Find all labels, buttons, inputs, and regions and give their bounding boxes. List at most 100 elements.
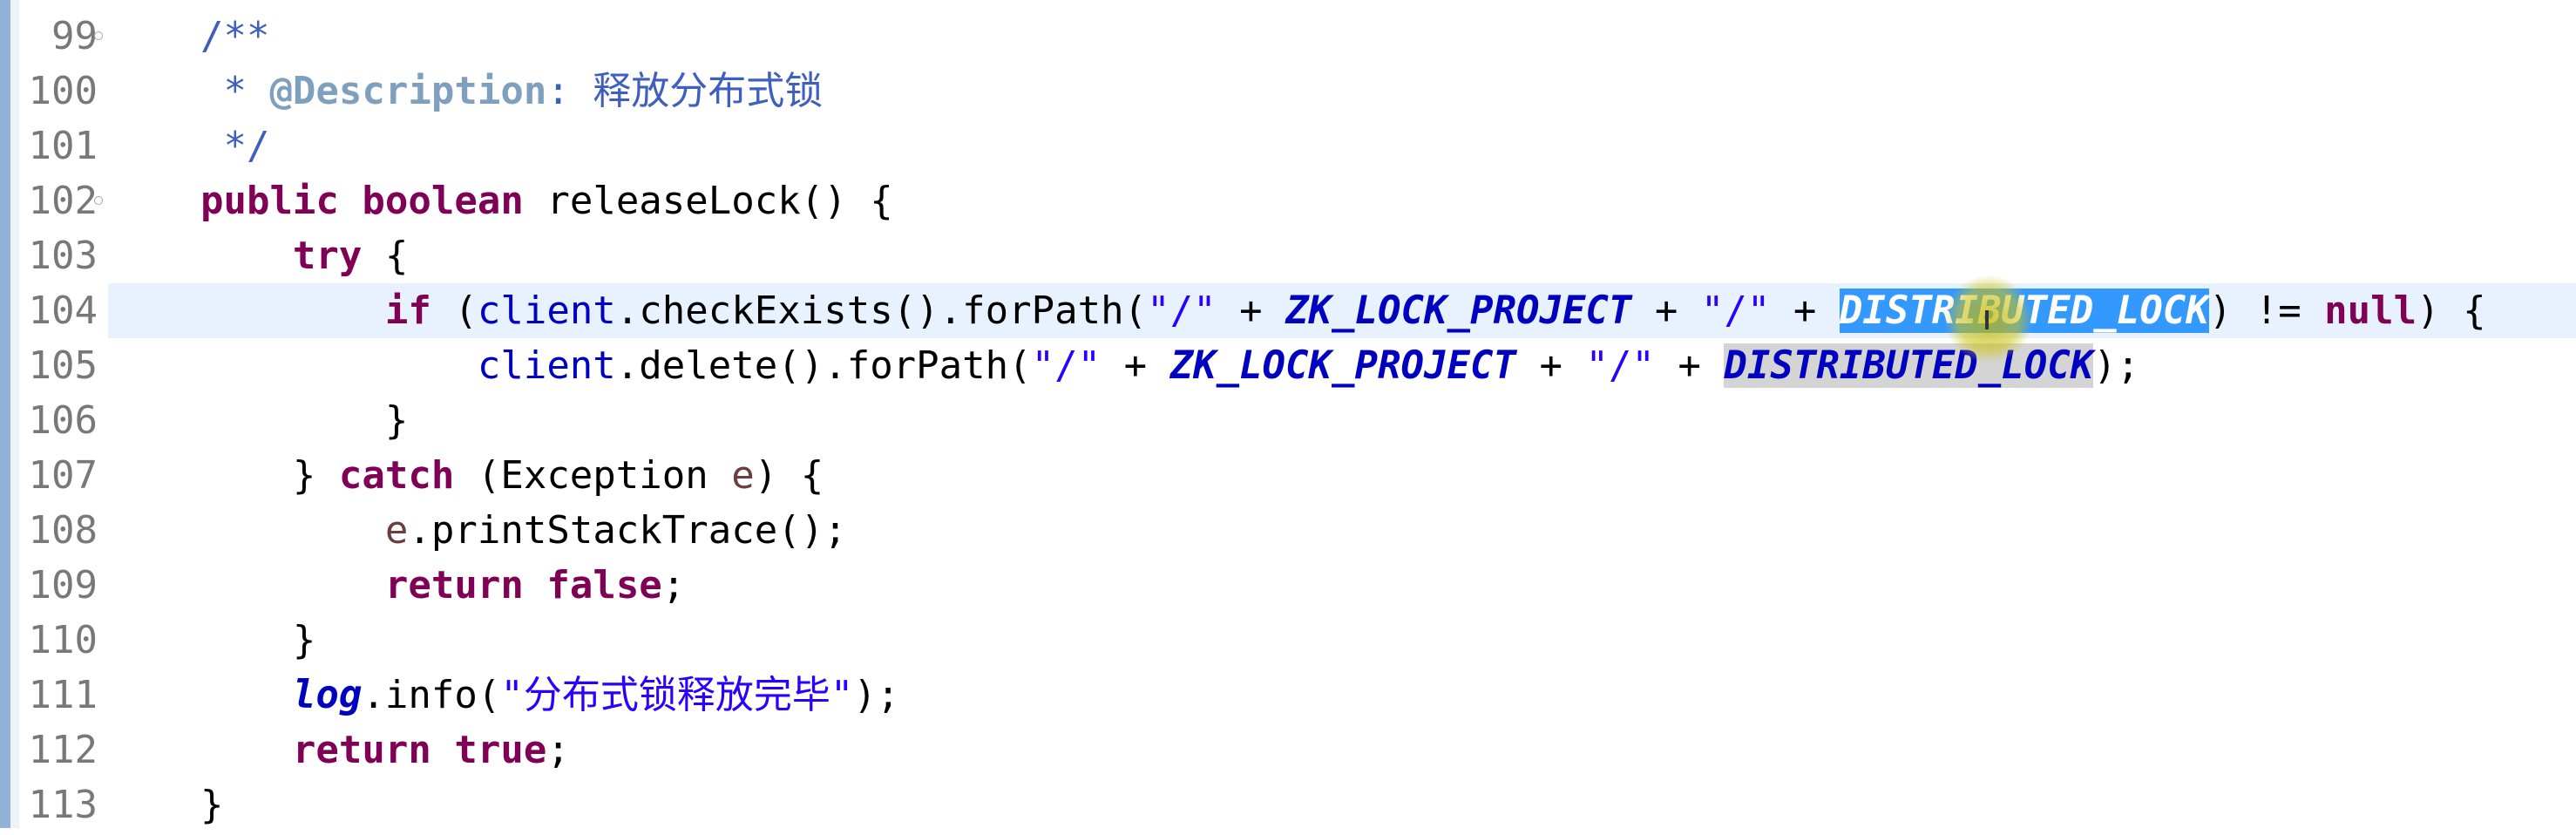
code-token [108, 673, 293, 717]
code-line[interactable]: 109 return false; [0, 558, 2576, 613]
line-number: 113 [28, 783, 98, 827]
code-token: "/" [1147, 289, 1217, 333]
code-token: return [384, 563, 524, 608]
code-token: e [731, 453, 755, 498]
code-token [108, 508, 385, 553]
code-token: */ [223, 124, 270, 168]
line-number: 106 [28, 398, 98, 443]
code-token: boolean [362, 179, 524, 223]
code-token: false [546, 563, 662, 608]
line-number: 99 [51, 14, 98, 58]
code-token: ); [2093, 343, 2140, 388]
code-token: e [384, 508, 409, 553]
code-line[interactable]: 107 } catch (Exception e) { [0, 448, 2576, 503]
code-token: true [454, 728, 547, 772]
code-line[interactable]: 101 */ [0, 119, 2576, 173]
code-token: (Exception [454, 453, 732, 498]
fold-toggle-icon[interactable] [94, 196, 103, 205]
code-token [108, 234, 293, 278]
line-number: 108 [28, 508, 98, 553]
code-token: ); [853, 673, 900, 717]
code-line[interactable]: 112 return true; [0, 723, 2576, 777]
code-text: return true; [108, 723, 570, 777]
code-text: if (client.checkExists().forPath("/" + Z… [108, 283, 2486, 338]
code-token: } [108, 783, 224, 827]
mouse-cursor-highlight [1945, 275, 2032, 363]
code-text: } catch (Exception e) { [108, 448, 824, 503]
code-token: .printStackTrace(); [408, 508, 847, 553]
code-line[interactable]: 104 if (client.checkExists().forPath("/"… [0, 283, 2576, 338]
line-number: 103 [28, 234, 98, 278]
code-token: @Description [269, 69, 547, 113]
code-token: .info( [362, 673, 501, 717]
code-token: .checkExists().forPath( [615, 289, 1148, 333]
line-number: 111 [28, 673, 98, 717]
code-token: + [1631, 289, 1701, 333]
code-token: DISTRIBUTED_LOCK [1724, 343, 2094, 388]
code-token: log [292, 673, 363, 717]
code-token [108, 124, 223, 168]
code-line[interactable]: 99 /** [0, 9, 2576, 64]
code-token: ) { [2417, 289, 2486, 333]
code-token: releaseLock() { [523, 179, 893, 223]
code-text: /** [108, 9, 269, 64]
line-number: 105 [28, 343, 98, 388]
code-token: "/" [1585, 343, 1655, 388]
code-token: .delete().forPath( [615, 343, 1032, 388]
code-token [108, 69, 223, 113]
code-token: "分布式锁释放完毕" [500, 673, 854, 717]
code-text: } [108, 613, 316, 668]
code-token: + [1216, 289, 1286, 333]
code-token: ZK_LOCK_PROJECT [1285, 289, 1632, 333]
code-line[interactable]: 113 } [0, 777, 2576, 832]
code-token: ; [661, 563, 686, 608]
code-token: ( [430, 289, 478, 333]
code-token: + [1654, 343, 1725, 388]
code-token [108, 14, 200, 58]
code-text: public boolean releaseLock() { [108, 173, 893, 228]
code-token: { [362, 234, 409, 278]
code-line[interactable]: 108 e.printStackTrace(); [0, 503, 2576, 558]
code-text: } [108, 777, 224, 832]
text-cursor-icon [1985, 310, 1989, 329]
editor-ruler-inner [10, 0, 19, 828]
code-line[interactable]: 105 client.delete().forPath("/" + ZK_LOC… [0, 338, 2576, 393]
code-token [108, 179, 200, 223]
code-token [108, 343, 478, 388]
code-line[interactable]: 102 public boolean releaseLock() { [0, 173, 2576, 228]
code-token: } [108, 618, 316, 662]
code-token: ; [546, 728, 570, 772]
code-token [524, 563, 547, 608]
code-token: catch [338, 453, 455, 498]
code-token: * [223, 69, 270, 113]
code-line[interactable]: 106 } [0, 393, 2576, 448]
code-text: log.info("分布式锁释放完毕"); [108, 668, 899, 723]
code-text: * @Description: 释放分布式锁 [108, 64, 823, 119]
code-token: ) { [754, 453, 824, 498]
line-number: 100 [28, 69, 98, 113]
code-token [108, 289, 385, 333]
code-token: return [292, 728, 431, 772]
code-line[interactable]: 103 try { [0, 228, 2576, 283]
line-number: 102 [28, 179, 98, 223]
code-text: return false; [108, 558, 685, 613]
code-token: } [108, 453, 339, 498]
code-line[interactable]: 100 * @Description: 释放分布式锁 [0, 64, 2576, 119]
fold-toggle-icon[interactable] [94, 31, 103, 40]
line-number: 112 [28, 728, 98, 772]
code-token [108, 563, 385, 608]
code-text: } [108, 393, 409, 448]
code-token: "/" [1031, 343, 1102, 388]
code-line[interactable]: 111 log.info("分布式锁释放完毕"); [0, 668, 2576, 723]
code-line[interactable]: 110 } [0, 613, 2576, 668]
code-token: client [477, 289, 616, 333]
code-text: try { [108, 228, 408, 283]
code-text: client.delete().forPath("/" + ZK_LOCK_PR… [108, 338, 2139, 393]
code-token: "/" [1700, 289, 1771, 333]
code-token: + [1101, 343, 1170, 388]
code-token: /** [200, 14, 270, 58]
line-number: 110 [28, 618, 98, 662]
code-token: : 释放分布式锁 [546, 69, 824, 113]
line-number: 101 [28, 124, 98, 168]
